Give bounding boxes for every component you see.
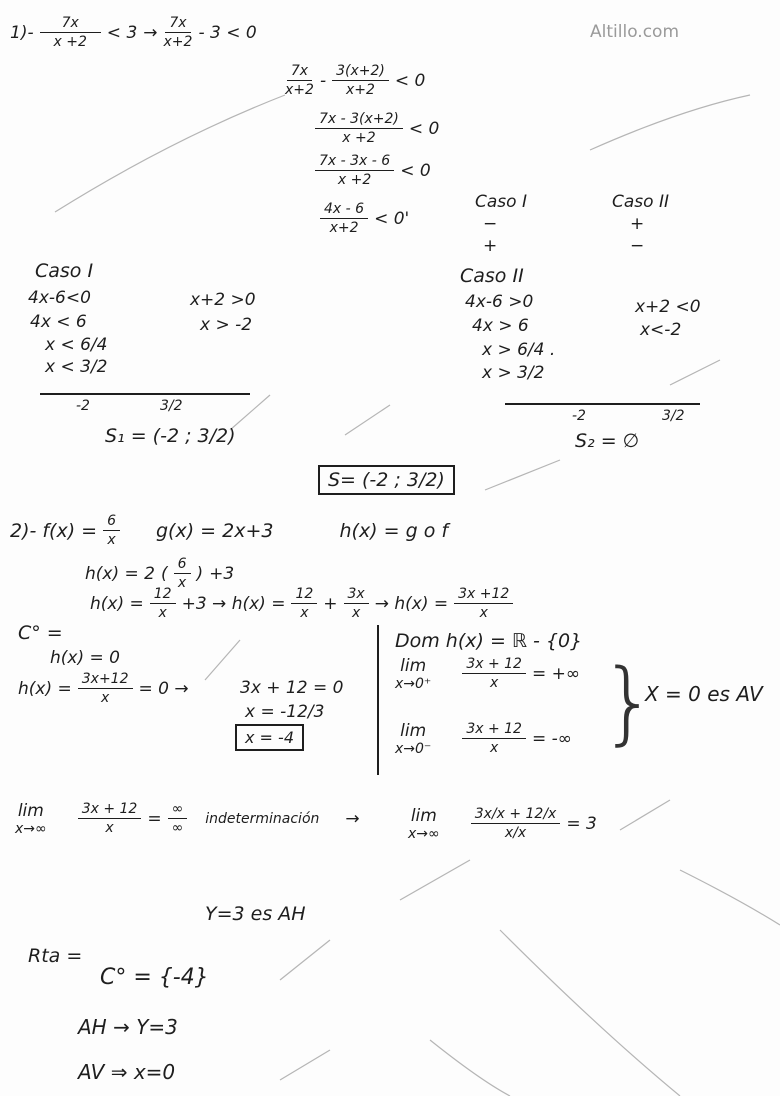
caso2-step: x > 6/4 . [482, 340, 556, 360]
tick-label: 3/2 [160, 398, 183, 414]
horizontal-asymptote: Y=3 es AH [205, 903, 306, 925]
answer-roots: C° = {-4} [100, 965, 209, 990]
roots-label: C° = [18, 622, 63, 644]
answer-av: AV ⇒ x=0 [78, 1060, 176, 1084]
answer-ah: AH → Y=3 [78, 1015, 178, 1039]
problem-number: 1)- [10, 22, 34, 43]
caso2-step: 4x-6 >0 [465, 292, 534, 312]
tick-label: -2 [76, 398, 90, 414]
caso2-title: Caso II [460, 265, 524, 287]
caso2-step: x<-2 [640, 320, 682, 340]
caso2-signs: Caso II + − [612, 192, 669, 256]
caso2-step: 4x > 6 [472, 316, 529, 336]
caso1-solution: S₁ = (-2 ; 3/2) [105, 425, 236, 447]
final-solution-box: S= (-2 ; 3/2) [318, 465, 455, 495]
domain: Dom h(x) = ℝ - {0} [395, 630, 583, 652]
arrow-icon: → [143, 22, 158, 43]
tick-label: 3/2 [662, 408, 685, 424]
number-line-1 [40, 393, 250, 395]
caso2-solution: S₂ = ∅ [575, 430, 640, 452]
number-line-2 [505, 403, 700, 405]
root-result-box: x = -4 [235, 724, 304, 751]
brace-icon: } [600, 650, 658, 755]
caso1-step: x < 6/4 [45, 335, 108, 355]
caso1-step: x+2 >0 [190, 290, 256, 310]
caso1-step: 4x-6<0 [28, 288, 91, 308]
vertical-asymptote: X = 0 es AV [645, 682, 763, 706]
caso1-signs: Caso I − + [475, 192, 527, 256]
roots-step: x = -12/3 [245, 702, 325, 722]
caso1-step: x < 3/2 [45, 357, 108, 377]
caso2-step: x > 3/2 [482, 363, 545, 383]
caso1-step: x > -2 [200, 315, 253, 335]
roots-eq: h(x) = 0 [50, 648, 120, 668]
answer-label: Rta = [28, 945, 83, 967]
roots-step: 3x + 12 = 0 [240, 678, 344, 698]
problem1-line3: 7x - 3(x+2)x +2 < 0 [315, 110, 439, 147]
divider-line [377, 625, 379, 775]
caso1-step: 4x < 6 [30, 312, 87, 332]
watermark: Altillo.com [590, 22, 680, 42]
tick-label: -2 [572, 408, 586, 424]
caso1-title: Caso I [35, 260, 94, 282]
caso2-step: x+2 <0 [635, 297, 701, 317]
